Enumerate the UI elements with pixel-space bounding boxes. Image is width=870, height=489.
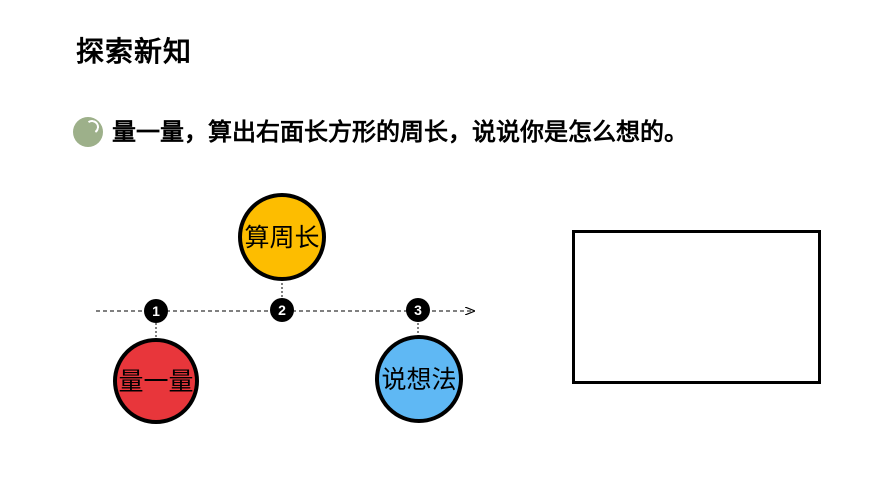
step-3-marker-dot (406, 298, 430, 322)
step-3-number: 3 (414, 302, 422, 318)
step-2-marker-dot (270, 298, 294, 322)
step-1-label: 量一量 (118, 367, 193, 396)
page-title: 探索新知 (76, 35, 193, 68)
step-2: 算周长 (238, 193, 326, 281)
step-3-label: 说想法 (381, 365, 456, 394)
rectangle-figure (572, 230, 821, 384)
step-2-circle (238, 193, 326, 281)
step-3: 说想法 (375, 335, 463, 423)
step-1: 量一量 (113, 338, 199, 424)
step-1-circle (113, 338, 199, 424)
step-2-label: 算周长 (244, 223, 319, 252)
step-1-marker: 1 (144, 299, 168, 323)
bullet-circle-icon (73, 117, 103, 147)
step-2-marker: 2 (270, 298, 294, 322)
step-1-marker-dot (144, 299, 168, 323)
step-3-circle (375, 335, 463, 423)
step-2-number: 2 (278, 302, 286, 318)
step-3-marker: 3 (406, 298, 430, 322)
step-1-number: 1 (152, 303, 160, 319)
instruction-text: 量一量，算出右面长方形的周长，说说你是怎么想的。 (112, 118, 688, 146)
